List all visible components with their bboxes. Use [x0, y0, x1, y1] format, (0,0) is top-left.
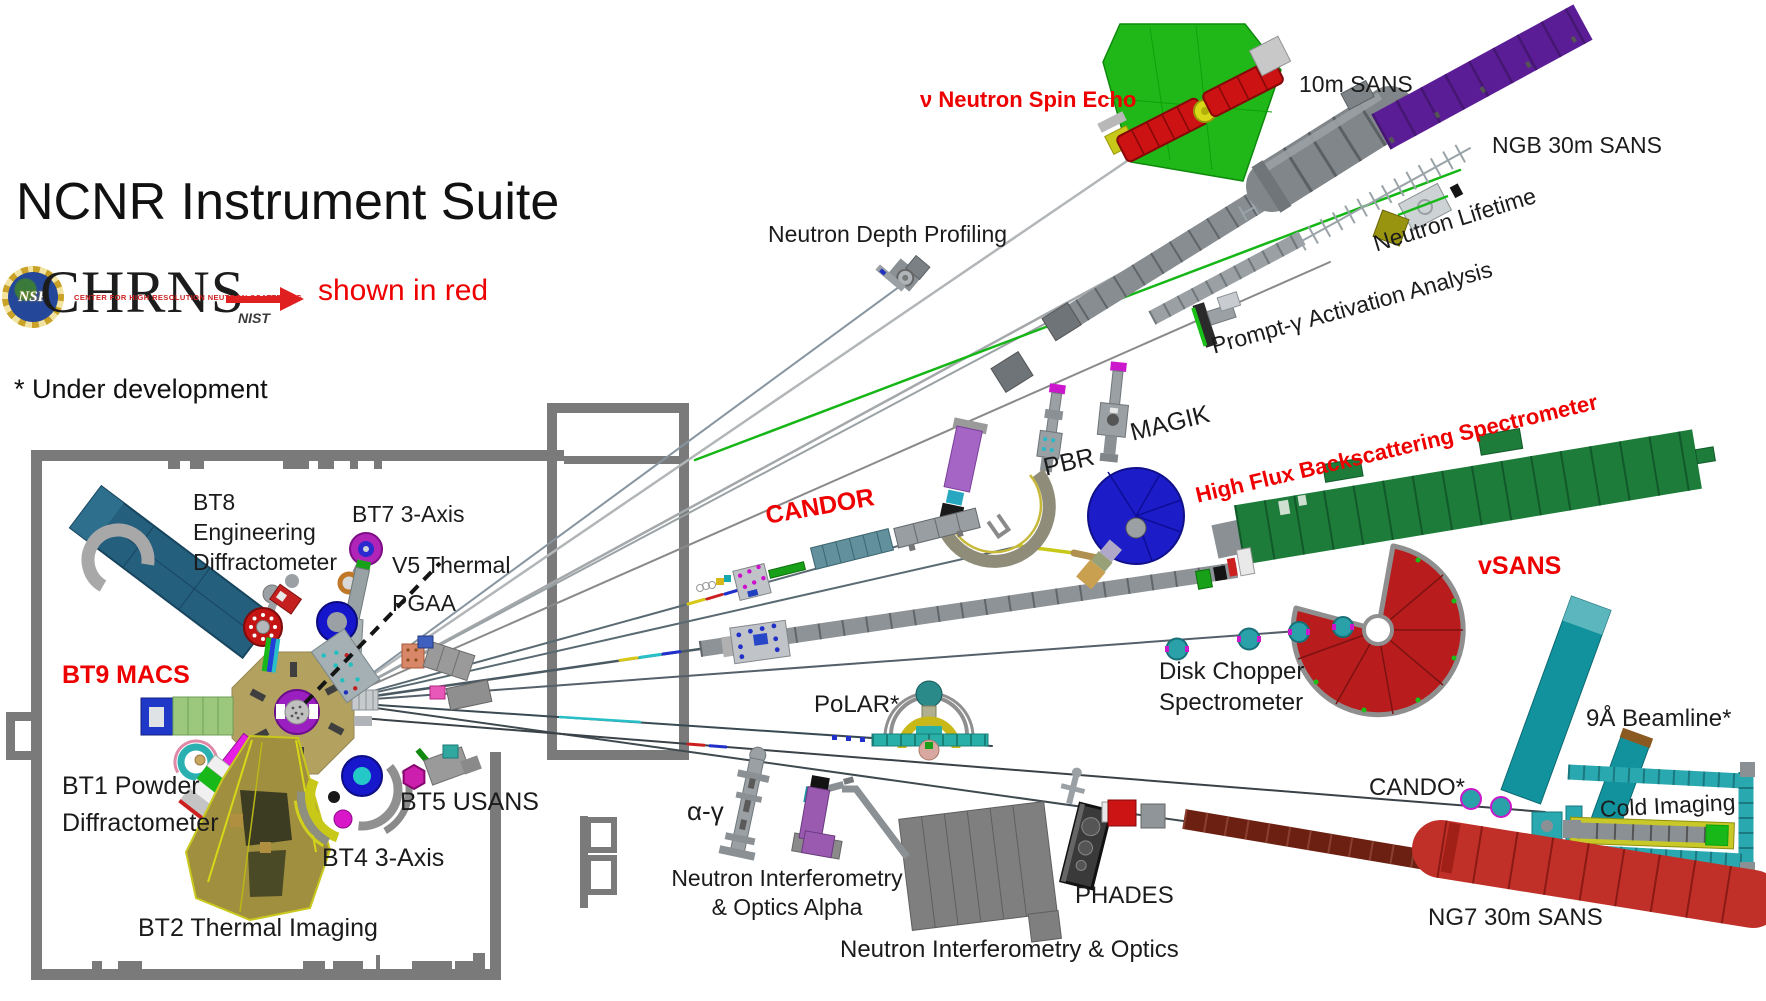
disk-chopper-spectrometer-instrument	[1290, 543, 1466, 718]
ngb-30m-sans-instrument	[1371, 4, 1593, 150]
label-neutron-interferometry-optics: Neutron Interferometry & Optics	[840, 936, 1179, 963]
label-10m-sans: 10m SANS	[1299, 71, 1413, 97]
neutron-lifetime-instrument	[1372, 182, 1464, 247]
sans-10m-instrument	[1246, 79, 1416, 213]
chrns-subtitle: CENTER FOR HIGH RESOLUTION NEUTRON SCATT…	[74, 293, 303, 302]
nsf-logo-icon: NSF	[2, 266, 64, 328]
chopper-discs	[1165, 616, 1512, 818]
beamline-shield-boxes	[1101, 799, 1166, 829]
red-arrow-icon	[226, 296, 282, 303]
label-bt4: BT4 3-Axis	[322, 844, 445, 872]
polar-instrument	[871, 680, 989, 761]
beamlines	[331, 132, 1546, 859]
label-bt8: BT8 Engineering Diffractometer	[193, 489, 338, 575]
red-arrow-head-icon	[280, 287, 304, 311]
reflectometer-arc-instrument	[934, 417, 1056, 568]
label-bt7: BT7 3-Axis	[352, 501, 465, 527]
label-bt5-usans: BT5 USANS	[400, 788, 539, 816]
polarizer-bench	[720, 619, 791, 665]
label-phades: PHADES	[1075, 882, 1174, 909]
label-v5-pgaa: V5 Thermal PGAA	[392, 552, 511, 616]
label-disk-chopper: Disk Chopper Spectrometer	[1159, 658, 1305, 716]
pbr-instrument	[1036, 383, 1066, 473]
label-interferometry-alpha: Neutron Interferometry & Optics Alpha	[671, 865, 903, 920]
candor-instrument	[696, 507, 981, 602]
interferometry-building	[898, 800, 1062, 943]
alpha-gamma-instrument	[718, 746, 770, 861]
nist-wordmark: NIST	[238, 310, 270, 326]
hfbs-instrument	[1076, 467, 1185, 590]
magik-instrument	[1096, 361, 1130, 463]
core-pointer-dashed-line	[303, 561, 442, 705]
chrns-logo: NSF CHRNS CENTER FOR HIGH RESOLUTION NEU…	[0, 256, 330, 346]
label-polar: PoLAR*	[814, 691, 900, 718]
label-bt9-macs: BT9 MACS	[62, 661, 190, 689]
vsans-front-end	[1194, 547, 1256, 590]
chrns-wordmark: CHRNS	[40, 259, 246, 325]
neutron-guides	[698, 139, 1476, 657]
label-ngb-30m-sans: NGB 30m SANS	[1492, 132, 1662, 158]
neutron-spin-echo-instrument	[1097, 23, 1292, 182]
label-ng7-30m-sans: NG7 30m SANS	[1428, 904, 1603, 931]
pgaa-instrument	[1191, 291, 1242, 348]
label-cando: CANDO*	[1369, 774, 1466, 801]
label-9a-beamline: 9Å Beamline*	[1586, 705, 1732, 732]
legend-shown-in-red: shown in red	[318, 274, 489, 307]
phades-instrument	[1058, 767, 1114, 891]
vsans-instrument	[1194, 428, 1716, 590]
bt-instruments	[68, 484, 493, 922]
legend-under-development: * Under development	[14, 374, 268, 404]
page-title: NCNR Instrument Suite	[16, 173, 560, 231]
label-alpha-gamma: α-γ	[687, 796, 724, 826]
nine-angstrom-beamline-instrument	[1500, 595, 1654, 839]
label-vsans: vSANS	[1478, 552, 1562, 580]
label-bt2: BT2 Thermal Imaging	[138, 914, 378, 942]
label-bt1: BT1 Powder Diffractometer	[62, 772, 219, 837]
interferometry-alpha-instrument	[791, 775, 843, 860]
label-neutron-spin-echo: ν Neutron Spin Echo	[920, 87, 1137, 112]
ng7-30m-sans-instrument	[1182, 809, 1766, 928]
label-neutron-depth-profiling: Neutron Depth Profiling	[768, 221, 1008, 247]
neutron-depth-profiling-instrument	[875, 254, 931, 292]
